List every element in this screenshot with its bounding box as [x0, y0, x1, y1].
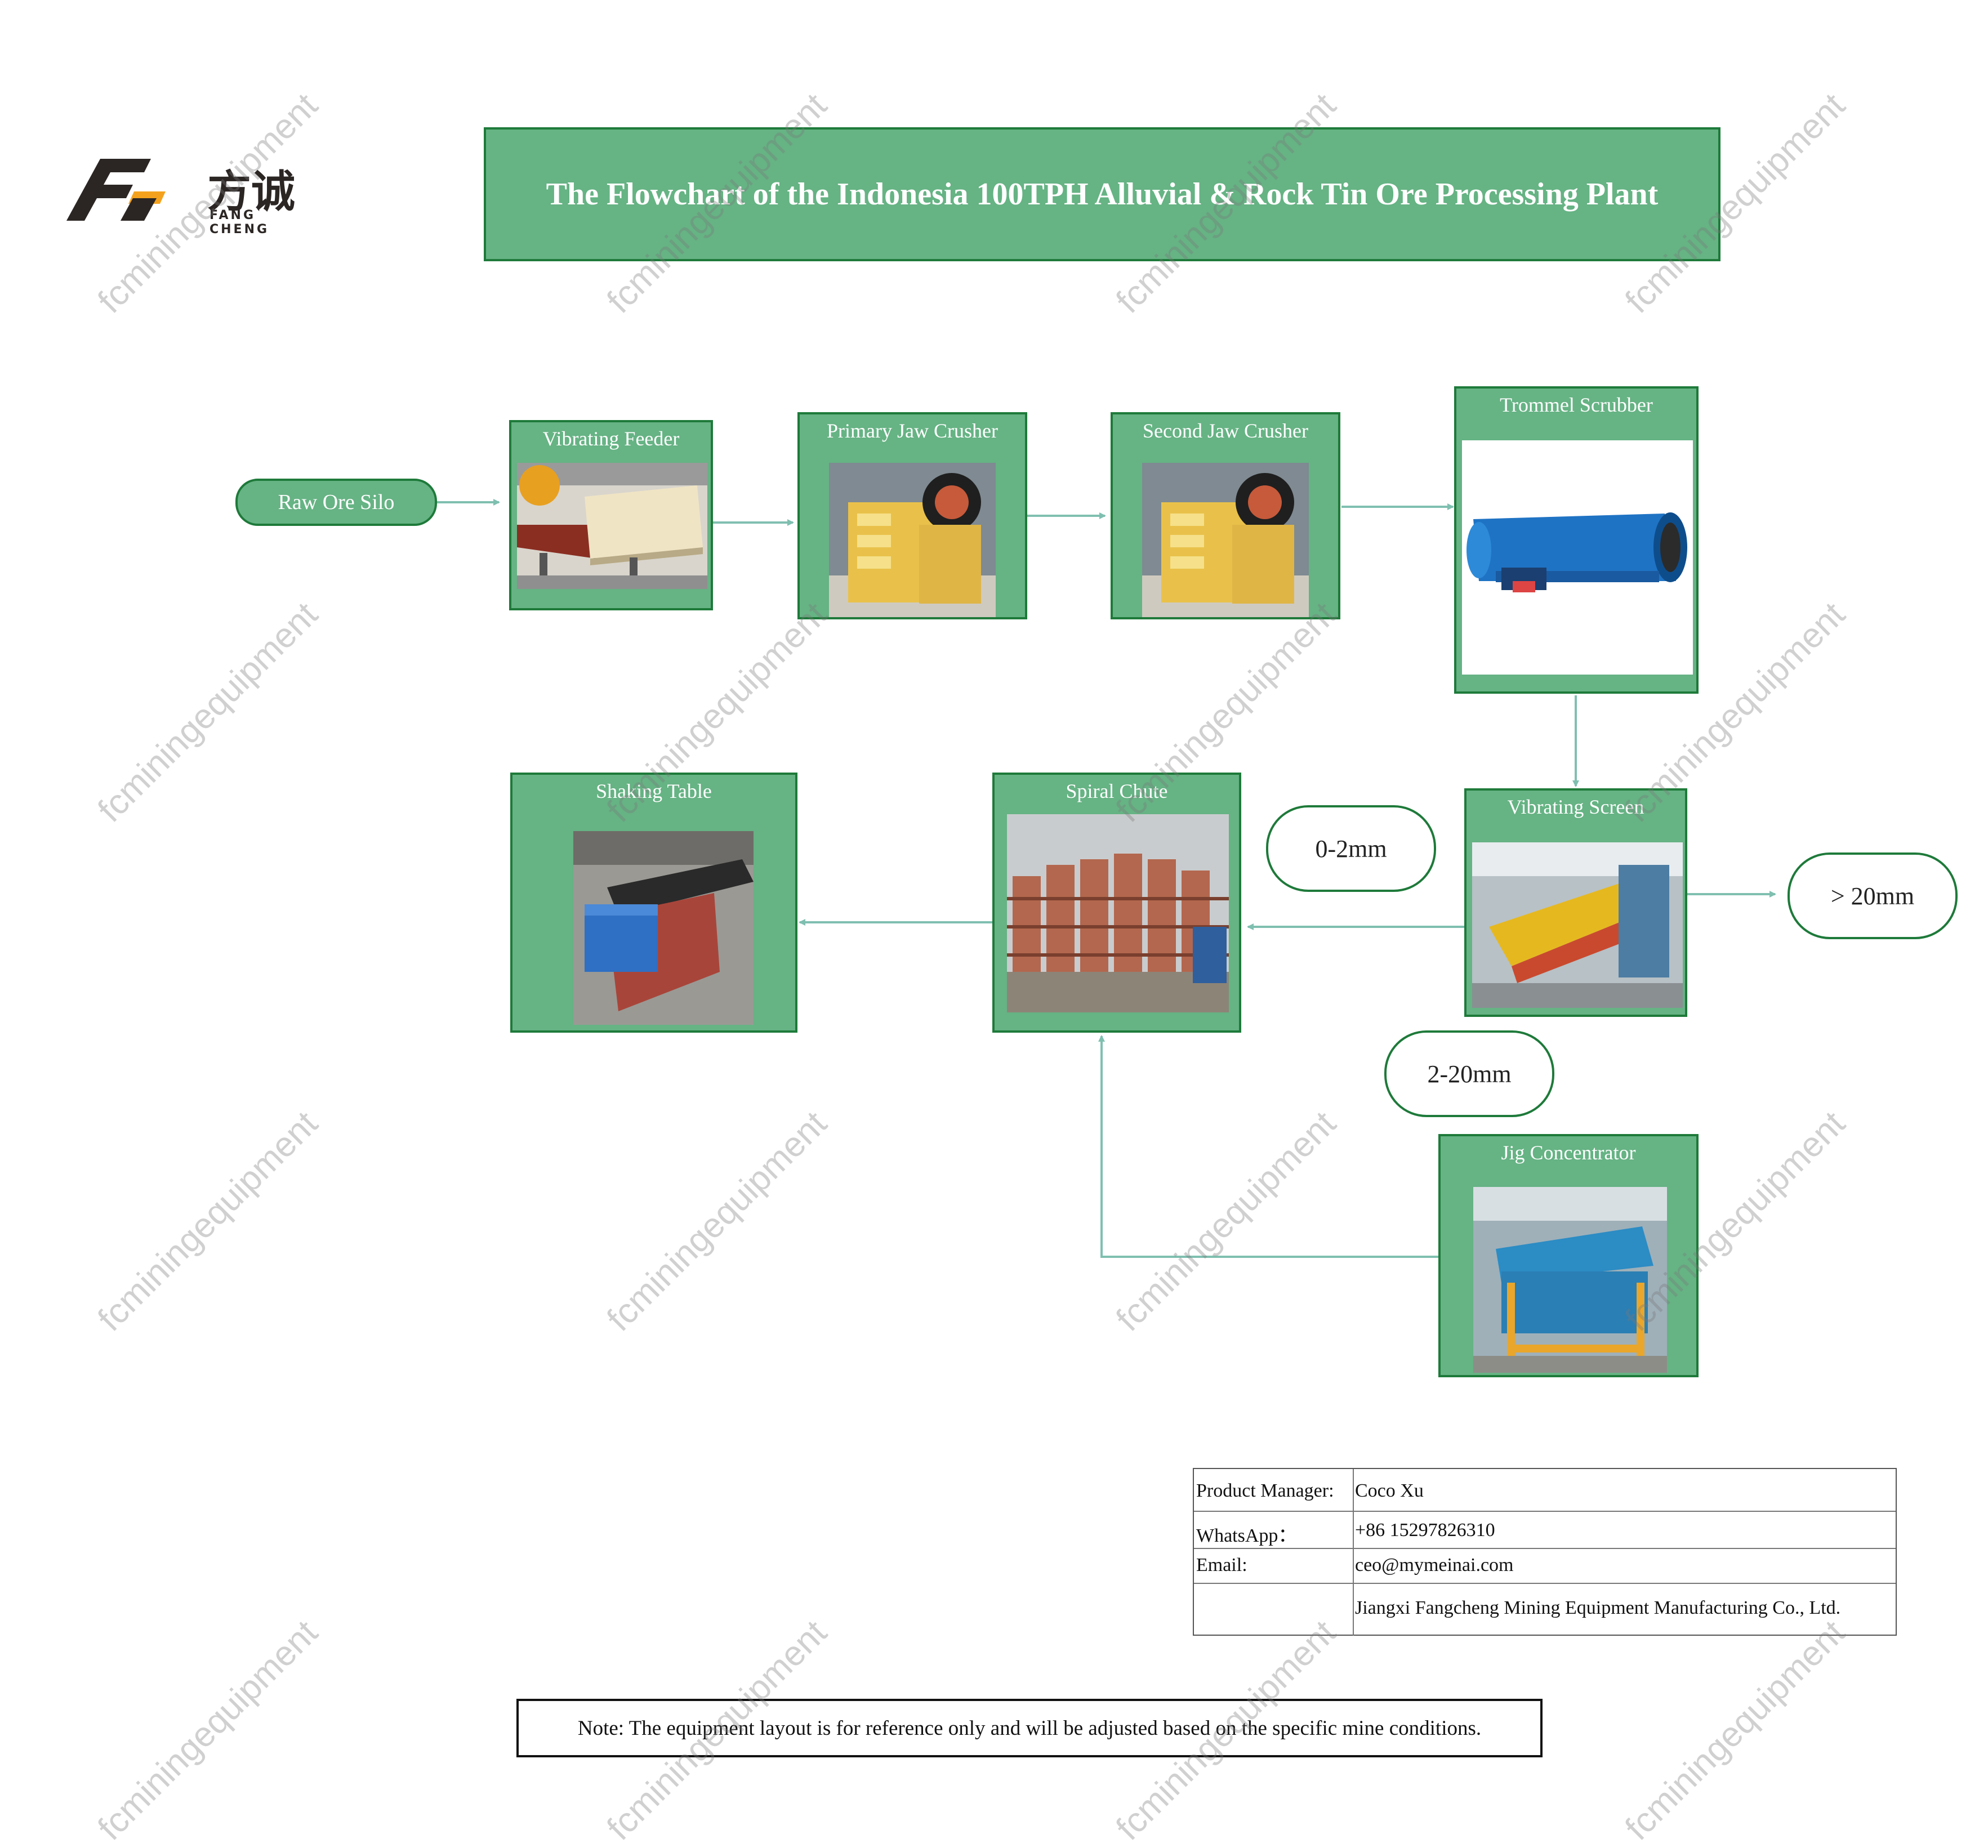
node-label: Vibrating Feeder — [542, 427, 680, 450]
contact-table-divider — [1353, 1469, 1354, 1636]
connector-layer — [436, 499, 1776, 1258]
label-fine-0-2mm: 0-2mm — [1266, 805, 1436, 892]
second-jaw-crusher-illustration — [1142, 463, 1309, 617]
contact-row: Email: ceo@mymeinai.com — [1194, 1548, 1896, 1584]
shaking-table-illustration — [573, 831, 754, 1025]
vibrating-screen-illustration — [1472, 842, 1683, 1008]
spiral-chute-illustration — [1007, 814, 1229, 1012]
size-label-text: 0-2mm — [1315, 834, 1387, 863]
node-label: Second Jaw Crusher — [1143, 419, 1308, 442]
node-raw-ore-silo: Raw Ore Silo — [235, 479, 437, 526]
node-label: Shaking Table — [596, 780, 712, 802]
logo-en-text: FANG CHENG — [210, 208, 270, 236]
node-label: Vibrating Screen — [1507, 796, 1644, 818]
node-second-jaw-crusher: Second Jaw Crusher — [1111, 412, 1340, 619]
contact-value: +86 15297826310 — [1355, 1520, 1495, 1541]
contact-value: ceo@mymeinai.com — [1355, 1555, 1514, 1575]
contact-key: WhatsApp： — [1196, 1525, 1298, 1546]
trommel-scrubber-illustration — [1462, 440, 1693, 675]
node-trommel-scrubber: Trommel Scrubber — [1454, 386, 1699, 694]
primary-jaw-crusher-illustration — [829, 463, 996, 617]
node-primary-jaw-crusher: Primary Jaw Crusher — [797, 412, 1027, 619]
label-oversize-20mm: > 20mm — [1788, 852, 1958, 939]
contact-row: Product Manager: Coco Xu — [1194, 1469, 1896, 1512]
company-logo: 方诚 FANG CHENG — [66, 152, 314, 236]
size-label-text: 2-20mm — [1427, 1060, 1512, 1088]
contact-row: Jiangxi Fangcheng Mining Equipment Manuf… — [1194, 1583, 1896, 1635]
node-label: Jig Concentrator — [1501, 1141, 1636, 1164]
flowchart-title: The Flowchart of the Indonesia 100TPH Al… — [546, 177, 1659, 212]
node-label: Primary Jaw Crusher — [827, 419, 998, 442]
node-vibrating-feeder: Vibrating Feeder — [509, 420, 713, 610]
node-label: Spiral Chute — [1066, 780, 1168, 802]
contact-key: Product Manager: — [1196, 1480, 1334, 1501]
arrow-jig-to-spiral — [1098, 1035, 1439, 1258]
logo-cn-text: 方诚 — [207, 167, 296, 217]
note-box: Note: The equipment layout is for refere… — [516, 1699, 1543, 1757]
node-jig-concentrator: Jig Concentrator — [1438, 1134, 1699, 1377]
size-label-text: > 20mm — [1830, 882, 1915, 910]
jig-concentrator-illustration — [1473, 1187, 1667, 1373]
flowchart-title-box: The Flowchart of the Indonesia 100TPH Al… — [484, 127, 1720, 261]
node-vibrating-screen: Vibrating Screen — [1464, 788, 1687, 1017]
vibrating-feeder-illustration — [517, 463, 707, 589]
contact-value: Coco Xu — [1355, 1480, 1424, 1501]
node-label: Raw Ore Silo — [278, 490, 395, 514]
note-text: Note: The equipment layout is for refere… — [577, 1716, 1482, 1740]
label-mid-2-20mm: 2-20mm — [1384, 1030, 1554, 1117]
logo-mark-icon — [66, 159, 166, 221]
contact-key: Email: — [1196, 1555, 1247, 1575]
node-spiral-chute: Spiral Chute — [992, 773, 1241, 1033]
contact-row: WhatsApp： +86 15297826310 — [1194, 1511, 1896, 1549]
contact-table: Product Manager: Coco Xu WhatsApp： +86 1… — [1193, 1468, 1897, 1636]
node-label: Trommel Scrubber — [1500, 394, 1653, 416]
node-shaking-table: Shaking Table — [510, 773, 797, 1033]
contact-value: Jiangxi Fangcheng Mining Equipment Manuf… — [1355, 1597, 1841, 1618]
